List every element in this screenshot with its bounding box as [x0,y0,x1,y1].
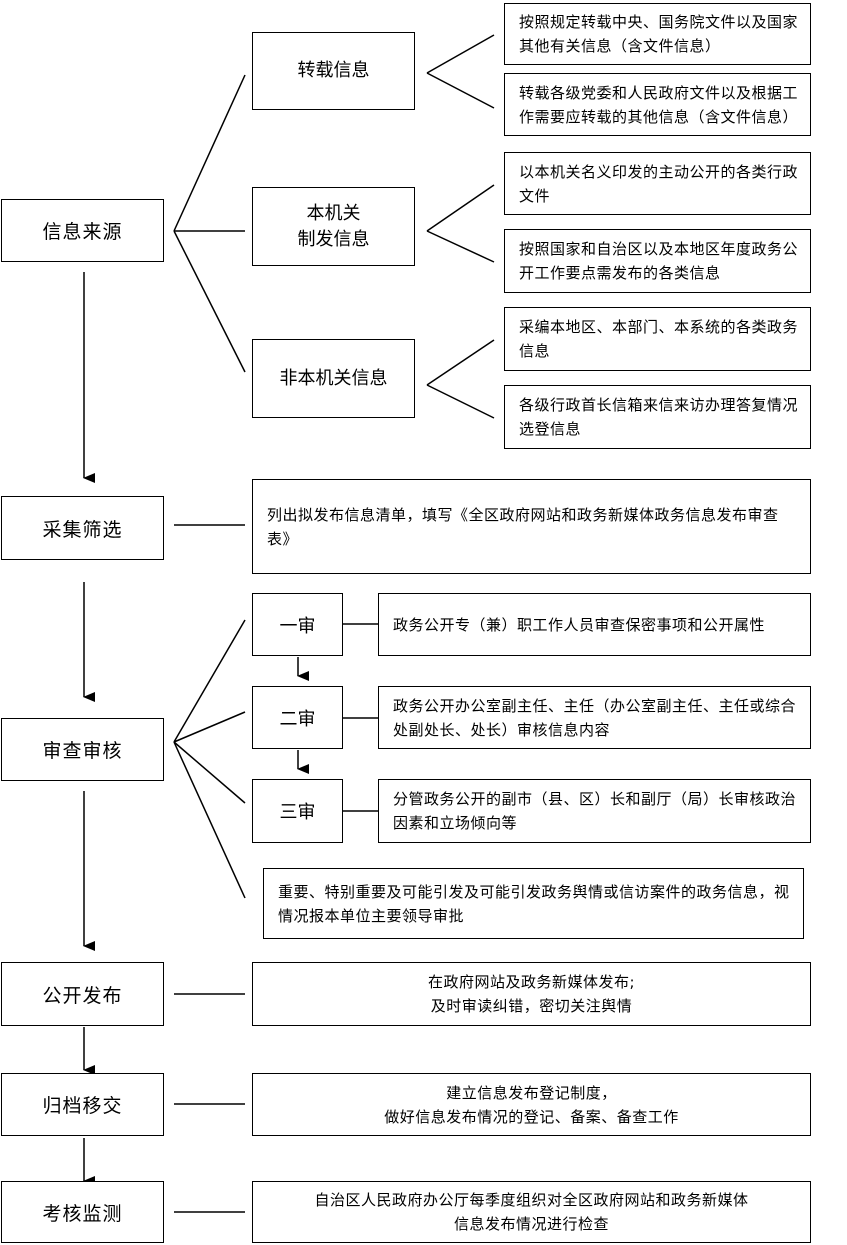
detail-monitor: 自治区人民政府办公厅每季度组织对全区政府网站和政务新媒体 信息发布情况进行检查 [252,1181,811,1243]
branch-own-2 [426,230,495,263]
category-other-label: 非本机关信息 [279,367,388,389]
branch-own-1 [426,184,495,232]
branch-source-other [173,230,246,373]
branch-reprint-2 [426,72,495,109]
detail-collect: 列出拟发布信息清单，填写《全区政府网站和政务新媒体政务信息发布审查表》 [252,479,811,574]
detail-other-2: 各级行政首长信箱来信来访办理答复情况选登信息 [504,385,811,449]
step-source-label: 信息来源 [42,221,123,243]
category-reprint: 转载信息 [252,32,415,110]
category-other: 非本机关信息 [252,339,415,418]
step-collect-label: 采集筛选 [42,518,123,541]
detail-reprint-2: 转载各级党委和人民政府文件以及根据工作需要应转载的其他信息（含文件信息） [504,73,811,136]
detail-review-special: 重要、特别重要及可能引发及可能引发政务舆情或信访案件的政务信息，视情况报本单位主… [263,868,804,939]
branch-review-special [173,741,246,899]
detail-own-1: 以本机关名义印发的主动公开的各类行政文件 [504,152,811,215]
branch-review-second [173,711,246,743]
branch-reprint-1 [426,34,495,74]
detail-other-1: 采编本地区、本部门、本系统的各类政务信息 [504,307,811,371]
detail-review-second: 政务公开办公室副主任、主任（办公室副主任、主任或综合处副处长、处长）审核信息内容 [378,686,811,749]
step-review: 审查审核 [1,718,164,781]
review-second: 二审 [252,686,343,749]
step-archive-label: 归档移交 [42,1095,123,1117]
step-collect: 采集筛选 [1,496,164,560]
step-monitor: 考核监测 [1,1181,164,1243]
category-own-label: 本机关 制发信息 [297,202,370,250]
branch-review-third [173,741,246,804]
detail-archive: 建立信息发布登记制度， 做好信息发布情况的登记、备案、备查工作 [252,1073,811,1136]
detail-reprint-1: 按照规定转载中央、国务院文件以及国家其他有关信息（含文件信息） [504,3,811,65]
branch-other-2 [426,384,495,419]
detail-review-first: 政务公开专（兼）职工作人员审查保密事项和公开属性 [378,593,811,656]
category-reprint-label: 转载信息 [297,60,370,81]
step-publish: 公开发布 [1,962,164,1026]
branch-other-1 [426,339,495,386]
branch-source-reprint [173,74,246,232]
step-review-label: 审查审核 [42,740,123,762]
branch-review-first [173,619,246,743]
detail-publish: 在政府网站及政务新媒体发布; 及时审读纠错，密切关注舆情 [252,962,811,1026]
detail-review-third: 分管政务公开的副市（县、区）长和副厅（局）长审核政治因素和立场倾向等 [378,779,811,843]
step-source: 信息来源 [1,199,164,262]
review-third: 三审 [252,779,343,843]
category-own: 本机关 制发信息 [252,187,415,266]
detail-own-2: 按照国家和自治区以及本地区年度政务公开工作要点需发布的各类信息 [504,229,811,293]
review-first: 一审 [252,593,343,656]
step-publish-label: 公开发布 [42,984,123,1007]
step-monitor-label: 考核监测 [42,1202,123,1225]
step-archive: 归档移交 [1,1073,164,1136]
